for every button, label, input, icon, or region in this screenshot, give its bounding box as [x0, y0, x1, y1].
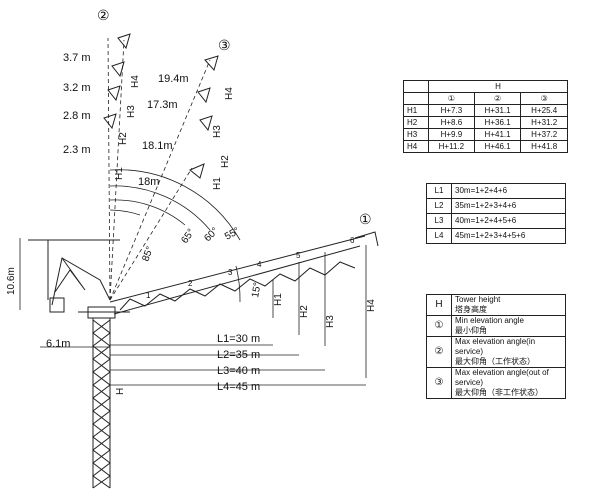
h2-label-right: H2	[220, 155, 231, 168]
l2-value: 35m=1+2+3+4+6	[451, 198, 566, 214]
h2-label-jib: H2	[299, 305, 310, 318]
h3-label-top: H3	[126, 105, 137, 118]
h3-pos2: H+41.1	[473, 128, 522, 141]
jib-length-194: 19.4m	[158, 73, 189, 85]
angle-85: 85°	[140, 245, 156, 263]
segment-4: 4	[257, 260, 262, 269]
segment-3: 3	[228, 268, 233, 277]
hook-height-28: 2.8 m	[63, 110, 91, 122]
h1-label-right: H1	[212, 177, 223, 190]
row-label-h1: H1	[403, 104, 429, 117]
hook-height-23: 2.3 m	[63, 144, 91, 156]
h1-label-top: H1	[114, 167, 125, 180]
tower-mast	[78, 306, 130, 489]
l1-value: 30m=1+2+4+6	[451, 183, 566, 199]
h4-label-right: H4	[224, 87, 235, 100]
position-2-label: ②	[97, 7, 110, 23]
jib-length-table: L1 30m=1+2+4+6 L2 35m=1+2+3+4+6 L3 40m=1…	[426, 183, 566, 244]
l4-value: 45m=1+2+3+4+5+6	[451, 228, 566, 244]
height-table: H ① ② ③ H1 H+7.3 H+31.1 H+25.4 H2 H+8.6 …	[403, 80, 568, 153]
legend-sym-1: ①	[426, 315, 452, 337]
raised-jib-lines	[107, 37, 211, 301]
legend-en: Min elevation angle	[455, 316, 524, 325]
legend-en: Max elevation angle(out of service)	[455, 368, 549, 387]
legend-sym-h: H	[426, 294, 452, 316]
tower-height-label: H	[115, 388, 126, 395]
radius-l4: L4=45 m	[217, 381, 260, 393]
jib-length-173: 17.3m	[147, 99, 178, 111]
jib-length-18: 18m	[138, 176, 159, 188]
radius-l1: L1=30 m	[217, 333, 260, 345]
height-table-title: H	[428, 80, 568, 93]
col-pos-2: ②	[473, 92, 522, 105]
radius-l2: L2=35 m	[217, 349, 260, 361]
l2-label: L2	[426, 198, 452, 214]
hook-height-37: 3.7 m	[63, 52, 91, 64]
h2-pos3: H+31.2	[520, 116, 568, 129]
angle-arcs	[109, 169, 241, 303]
l3-label: L3	[426, 213, 452, 229]
l3-value: 40m=1+2+4+5+6	[451, 213, 566, 229]
legend-sym-3: ③	[426, 367, 452, 399]
legend-cn: 塔身高度	[455, 305, 487, 314]
angle-65: 65°	[179, 227, 197, 246]
segment-2: 2	[188, 279, 193, 288]
height-dimension-lines	[272, 245, 367, 378]
legend-sym-2: ②	[426, 336, 452, 368]
radius-l3: L3=40 m	[217, 365, 260, 377]
h2-label-top: H2	[118, 132, 129, 145]
col-pos-1: ①	[428, 92, 475, 105]
legend-item-2: Max elevation angle(in service)最大仰角（工作状态…	[451, 336, 566, 368]
h3-label-right: H3	[212, 125, 223, 138]
legend-en: Max elevation angle(in service)	[455, 337, 536, 356]
angle-55: 55°	[223, 226, 242, 243]
h4-pos3: H+41.8	[520, 140, 568, 153]
legend-en: Tower height	[455, 295, 501, 304]
h3-pos3: H+37.2	[520, 128, 568, 141]
height-10-6: 10.6m	[6, 267, 17, 295]
h1-pos3: H+25.4	[520, 104, 568, 117]
segment-5: 5	[296, 251, 301, 260]
h1-label-jib: H1	[273, 293, 284, 306]
h2-pos1: H+8.6	[428, 116, 475, 129]
l1-label: L1	[426, 183, 452, 199]
h3-label-jib: H3	[325, 315, 336, 328]
legend-item-3: Max elevation angle(out of service)最大仰角（…	[451, 367, 566, 399]
legend-cn: 最大仰角（工作状态）	[455, 357, 535, 366]
row-label-h4: H4	[403, 140, 429, 153]
row-label-h2: H2	[403, 116, 429, 129]
h4-pos1: H+11.2	[428, 140, 475, 153]
h4-label-jib: H4	[366, 299, 377, 312]
position-1-label: ①	[359, 211, 372, 227]
angle-15: 15°	[250, 282, 263, 299]
h4-label-top: H4	[130, 75, 141, 88]
main-jib	[109, 231, 379, 315]
radius-dimension-lines	[19, 238, 366, 386]
row-label-h3: H3	[403, 128, 429, 141]
jib-length-181: 18.1m	[142, 140, 173, 152]
legend-cn: 最大仰角（非工作状态）	[455, 388, 543, 397]
legend-cn: 最小仰角	[455, 326, 487, 335]
h3-pos1: H+9.9	[428, 128, 475, 141]
col-pos-3: ③	[520, 92, 568, 105]
l4-label: L4	[426, 228, 452, 244]
h2-pos2: H+36.1	[473, 116, 522, 129]
h1-pos1: H+7.3	[428, 104, 475, 117]
jib-heads	[103, 33, 219, 179]
hook-height-32: 3.2 m	[63, 82, 91, 94]
counter-jib-6-1: 6.1m	[46, 338, 70, 350]
angle-60: 60°	[202, 226, 220, 244]
counter-jib	[28, 239, 120, 313]
position-3-label: ③	[218, 37, 231, 53]
segment-1: 1	[146, 291, 151, 300]
segment-6: 6	[350, 236, 355, 245]
h1-pos2: H+31.1	[473, 104, 522, 117]
h4-pos2: H+46.1	[473, 140, 522, 153]
